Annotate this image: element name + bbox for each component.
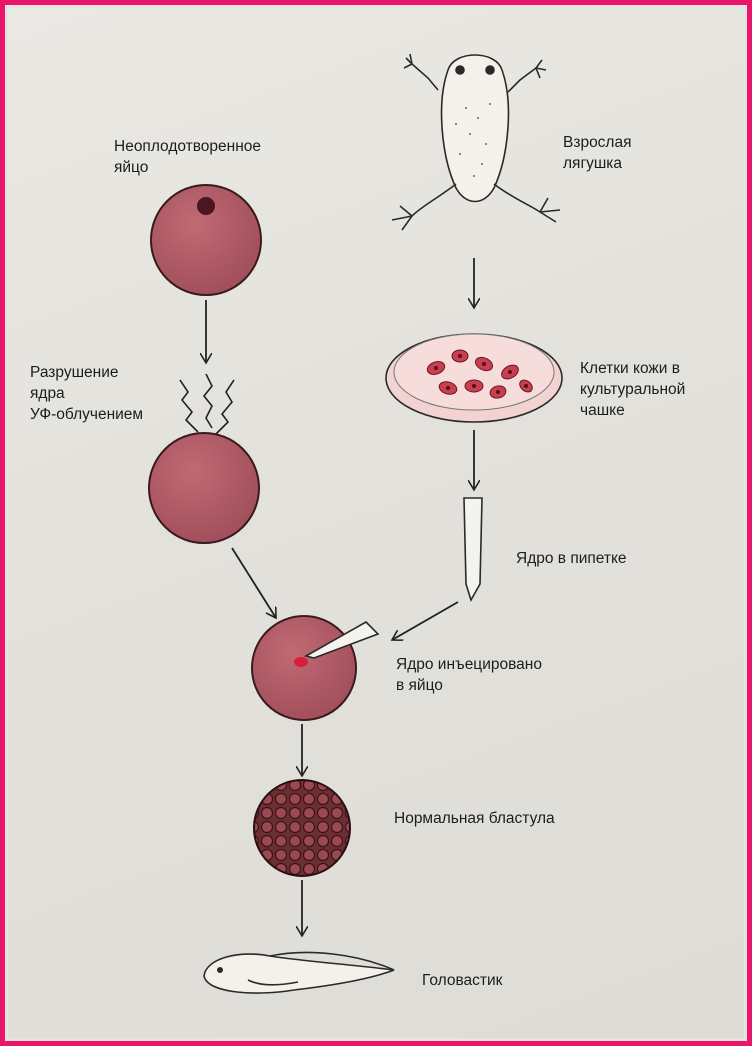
irradiated-egg-icon [149,433,259,543]
pipette-icon [464,498,482,600]
normal-blastula-label: Нормальная бластула [394,808,555,829]
arrow-egg-to-injection [232,548,276,618]
figure-area: Неоплодотворенное яйцо Взрослая лягушка … [8,8,744,1038]
unfertilized-egg-icon [151,185,261,295]
tadpole-label: Головастик [422,970,502,991]
arrow-pipette-to-egg [392,602,458,640]
adult-frog-label: Взрослая лягушка [563,132,632,174]
nucleus-in-pipette-label: Ядро в пипетке [516,548,627,569]
injected-egg-icon [252,616,378,720]
unfertilized-egg-label: Неоплодотворенное яйцо [114,136,261,178]
adult-frog-icon [392,54,560,230]
uv-destruction-label: Разрушение ядра УФ-облучением [30,362,143,425]
nucleus-injected-label: Ядро инъецировано в яйцо [396,654,542,696]
uv-rays-icon [180,374,234,434]
skin-cells-label: Клетки кожи в культуральной чашке [580,358,685,421]
culture-dish-icon [386,334,562,422]
blastula-icon [254,780,350,876]
tadpole-icon [204,952,394,993]
